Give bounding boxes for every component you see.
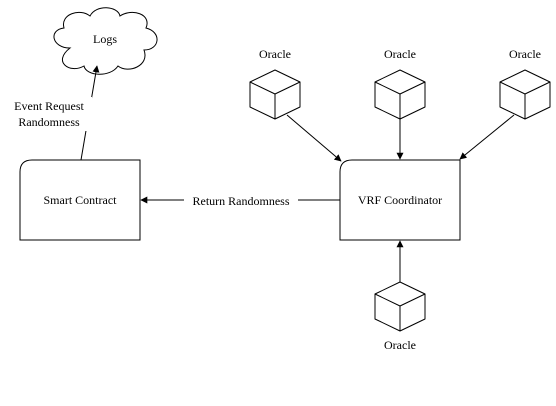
cube-icon <box>374 281 426 332</box>
oracle-1-arrow <box>286 114 342 162</box>
event-request-edge: Event Request Randomness <box>6 65 100 161</box>
return-randomness-label-bg <box>184 192 298 208</box>
oracle-label-3: Oracle <box>509 47 541 61</box>
oracle-label-4: Oracle <box>384 338 416 352</box>
vrf-coordinator-node: VRF Coordinator <box>339 159 461 241</box>
event-request-label-line1: Event Request <box>14 99 84 113</box>
cube-icon <box>499 69 551 120</box>
oracle-node-4: Oracle <box>374 240 426 352</box>
logs-label: Logs <box>93 32 117 46</box>
event-request-label-line2: Randomness <box>18 115 80 129</box>
oracle-node-1: Oracle <box>249 47 342 162</box>
return-randomness-label: Return Randomness <box>193 194 290 208</box>
oracle-label-1: Oracle <box>259 47 291 61</box>
cloud-shape <box>53 7 158 75</box>
event-request-label-bg <box>6 97 92 131</box>
logs-cloud: Logs <box>53 7 158 75</box>
oracle-label-2: Oracle <box>384 47 416 61</box>
vrf-coordinator-box <box>339 159 461 241</box>
smart-contract-label: Smart Contract <box>44 193 118 207</box>
oracle-3-arrow <box>459 114 515 160</box>
smart-contract-node: Smart Contract <box>19 159 141 241</box>
oracle-node-2: Oracle <box>374 47 426 160</box>
cube-icon <box>249 69 301 120</box>
oracle-node-3: Oracle <box>459 47 551 160</box>
cube-icon <box>374 69 426 120</box>
smart-contract-box <box>19 159 141 241</box>
vrf-coordinator-label: VRF Coordinator <box>358 193 442 207</box>
return-randomness-edge: Return Randomness <box>140 192 340 208</box>
